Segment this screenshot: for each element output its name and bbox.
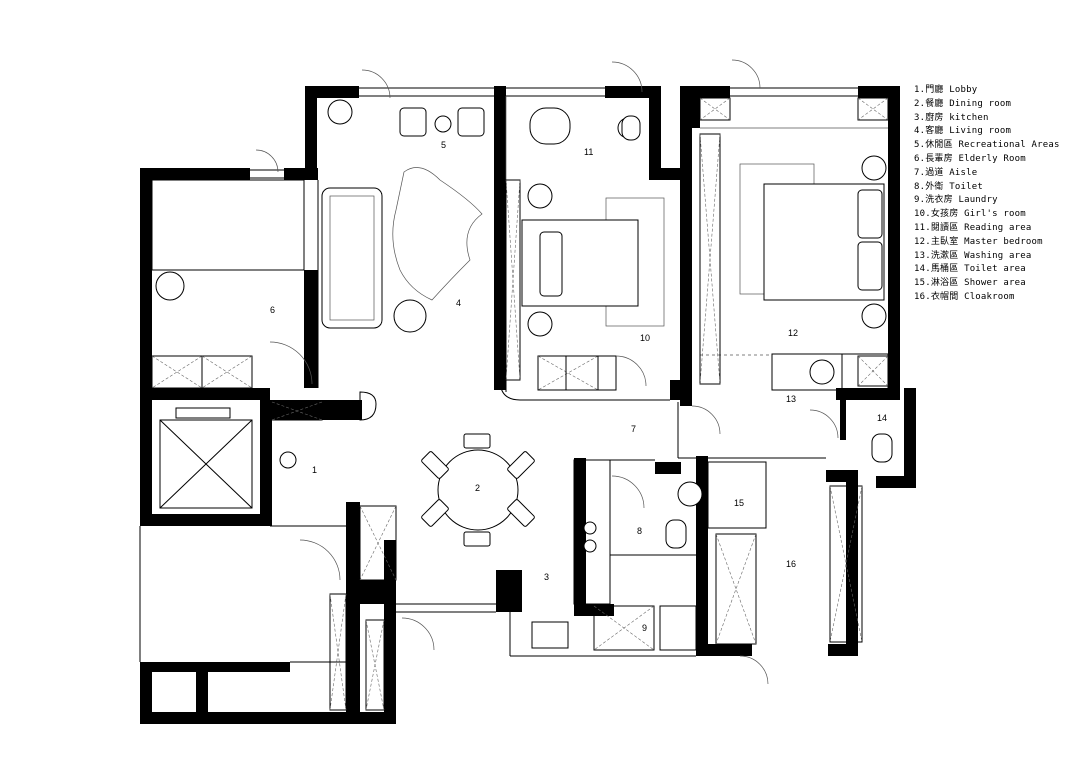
elevator — [159, 407, 253, 509]
room-number: 7 — [631, 424, 636, 434]
legend-item: 6.長輩房 Elderly Room — [914, 153, 1026, 164]
legend-item: 12.主臥室 Master bedroom — [914, 236, 1043, 247]
legend-item: 4.客廳 Living room — [914, 126, 1012, 137]
room-number: 8 — [637, 526, 642, 536]
room-number: 11 — [584, 147, 593, 157]
legend-item: 7.過道 Aisle — [914, 167, 978, 178]
room-number: 10 — [640, 333, 650, 343]
furniture — [151, 59, 893, 685]
room-number: 1 — [312, 465, 317, 475]
room-number: 3 — [544, 572, 549, 582]
thin-lines — [139, 87, 889, 663]
legend-item: 3.廚房 kitchen — [914, 112, 989, 123]
legend-item: 9.洗衣房 Laundry — [914, 195, 998, 206]
room-number: 6 — [270, 305, 275, 315]
legend-item: 16.衣帽間 Cloakroom — [914, 291, 1015, 302]
room-number: 2 — [475, 483, 480, 493]
legend-item: 5.休閒區 Recreational Areas — [914, 140, 1060, 151]
room-number: 4 — [456, 298, 461, 308]
legend-item: 2.餐廳 Dining room — [914, 98, 1012, 109]
legend-item: 15.淋浴區 Shower area — [914, 278, 1026, 289]
legend-item: 1.門廳 Lobby — [914, 85, 978, 95]
cabinets — [151, 97, 889, 711]
legend-item: 14.馬桶區 Toilet area — [914, 264, 1026, 275]
room-labels: 1 2 3 4 5 6 7 8 9 10 11 12 13 14 15 16 — [270, 140, 887, 633]
room-number: 16 — [786, 559, 796, 569]
legend-item: 8.外衛 Toilet — [914, 181, 983, 192]
room-number: 14 — [877, 413, 887, 423]
room-legend: 1.門廳 Lobby 2.餐廳 Dining room 3.廚房 kitchen… — [914, 84, 1060, 305]
room-number: 15 — [734, 498, 744, 508]
legend-item: 11.閱讀區 Reading area — [914, 222, 1032, 233]
room-number: 13 — [786, 394, 796, 404]
legend-item: 13.洗漱區 Washing area — [914, 250, 1032, 261]
legend-item: 10.女孩房 Girl's room — [914, 209, 1026, 220]
room-number: 5 — [441, 140, 446, 150]
room-number: 9 — [642, 623, 647, 633]
room-number: 12 — [788, 328, 798, 338]
